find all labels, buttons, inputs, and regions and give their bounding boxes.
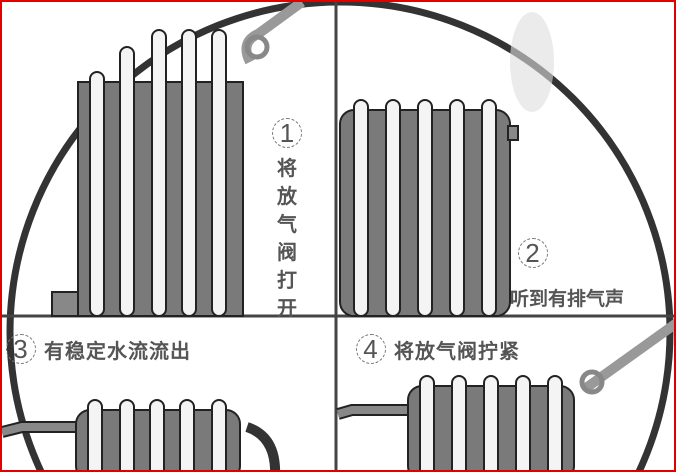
step-4-number: 4 <box>356 334 386 364</box>
step-1-char: 气 <box>277 212 297 236</box>
step-1-number: 1 <box>272 118 302 148</box>
step-1-char: 将 <box>277 156 297 180</box>
step-4-text: 将放气阀拧紧 <box>393 339 520 363</box>
step-4-label: 4 将放气阀拧紧 <box>356 334 520 364</box>
step-3-text: 有稳定水流流出 <box>43 339 191 363</box>
step-2-number-wrap: 2 <box>518 238 548 268</box>
step-1-label: 1 将 放 气 阀 打 开 <box>270 118 304 322</box>
step-1-char: 放 <box>277 184 297 208</box>
step-3-number: 3 <box>6 334 36 364</box>
step-1-char: 阀 <box>277 240 297 264</box>
step-2-number: 2 <box>518 238 548 268</box>
step-1-char: 开 <box>277 296 297 320</box>
radiator-4-icon <box>336 318 674 470</box>
radiator-3-icon <box>2 399 281 470</box>
radiator-2-icon <box>339 12 554 317</box>
radiator-1-icon <box>51 2 305 317</box>
step-1-char: 打 <box>277 268 297 292</box>
step-2-text: 听到有排气声 <box>510 288 625 310</box>
step-3-label: 3 有稳定水流流出 <box>6 334 191 364</box>
